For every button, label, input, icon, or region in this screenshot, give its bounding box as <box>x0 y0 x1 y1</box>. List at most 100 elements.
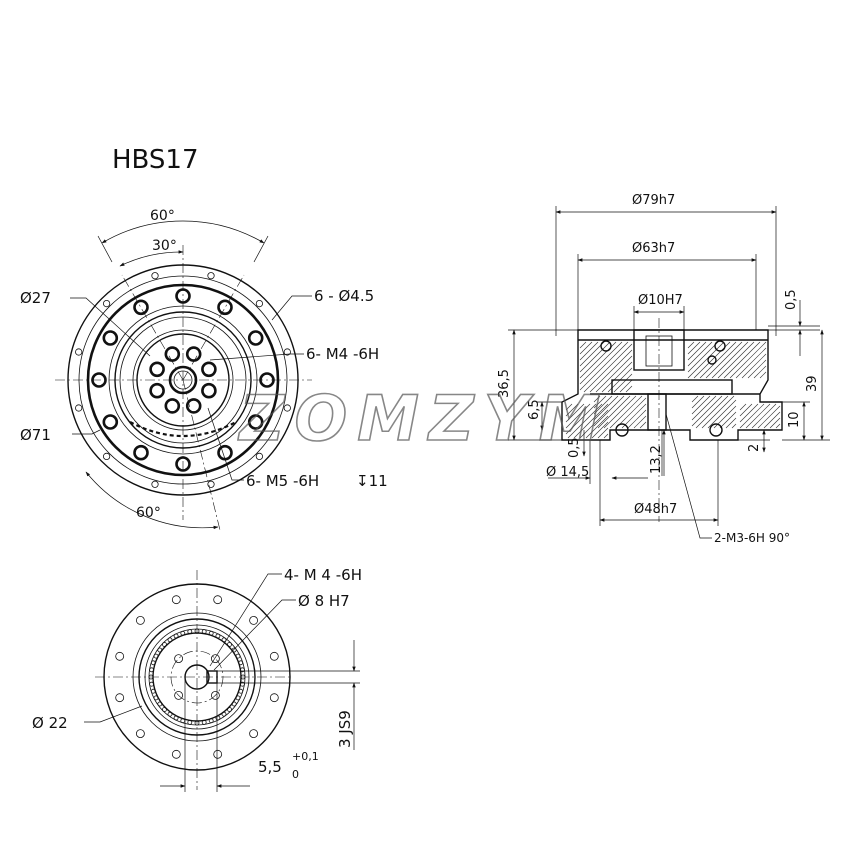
label-dia-8: Ø 8 H7 <box>298 592 350 610</box>
needle-roller <box>162 707 167 712</box>
needle-roller <box>167 711 173 717</box>
rear-hole-pattern <box>115 595 279 759</box>
hatch-line <box>719 411 737 429</box>
rear-view: 3 JS9 5,5 +0,1 0 4- M 4 -6H Ø 8 H7 Ø 22 <box>32 566 362 792</box>
hatch-line <box>613 373 633 393</box>
needle-roller <box>153 653 159 659</box>
label-keyway: 3 JS9 <box>336 710 354 748</box>
needle-roller <box>208 718 214 724</box>
hub-hole <box>164 398 181 414</box>
front-view: 60° 30° 60° Ø27 Ø71 6 - Ø4.5 6- M4 -6H 6… <box>20 208 388 531</box>
needle-roller <box>162 642 167 647</box>
needle-roller <box>194 628 200 634</box>
needle-roller <box>149 681 155 687</box>
hatch-line <box>687 341 701 355</box>
label-dia-79: Ø79h7 <box>632 193 675 208</box>
hatch-line <box>603 395 637 429</box>
needle-roller <box>153 695 159 701</box>
needle-roller <box>201 629 207 634</box>
rear-inner-hole <box>210 654 220 663</box>
label-dia-27: Ø27 <box>20 289 51 307</box>
bolt-hole <box>247 414 264 430</box>
rear-flange <box>103 583 291 771</box>
needle-roller <box>157 647 163 653</box>
hatch-line <box>565 403 585 423</box>
hatch-line <box>763 411 781 429</box>
needle-roller <box>239 667 245 673</box>
hatch-line <box>759 371 767 379</box>
hatch-line <box>699 341 737 379</box>
rear-flange-hole <box>269 651 279 661</box>
label-dia-10: Ø10H7 <box>638 293 683 308</box>
hatch-line <box>753 365 767 379</box>
hatch-line <box>723 341 761 379</box>
needle-roller <box>231 647 237 653</box>
hatch-line <box>567 403 603 439</box>
hatch-line <box>579 341 623 385</box>
rear-inner-hole <box>174 654 184 663</box>
section-view: Ø79h7 Ø63h7 Ø10H7 0,5 39 10 2 36,5 6,5 <box>497 193 830 545</box>
bolt-hole <box>175 288 191 304</box>
label-05-left: 0,5 <box>567 437 582 458</box>
outer-hole <box>151 480 159 488</box>
hatch-line <box>739 403 765 429</box>
rear-flange-hole <box>171 595 181 605</box>
label-depth: ↧11 <box>356 472 388 490</box>
hatch-line <box>687 341 695 349</box>
needle-bearing <box>148 628 246 726</box>
label-thread-m4: 6- M4 -6H <box>306 345 379 363</box>
outer-hole <box>207 480 215 488</box>
rear-flange-hole <box>249 616 259 625</box>
needle-roller <box>194 720 200 726</box>
label-39: 39 <box>805 375 820 392</box>
label-13-2: 13,2 <box>649 445 664 474</box>
label-thread-m5: 6- M5 -6H <box>246 472 319 490</box>
label-dia-14-5: Ø 14,5 <box>546 465 589 480</box>
hatch-line <box>691 395 711 415</box>
angle-30: 30° <box>152 238 177 254</box>
outer-hole <box>255 299 263 308</box>
hatch-line <box>691 395 699 403</box>
bolt-hole <box>247 330 264 346</box>
hatch-line <box>573 403 609 439</box>
bolt-hole <box>259 372 275 388</box>
hatch-line <box>593 395 607 409</box>
hatch-line <box>609 395 643 429</box>
needle-roller <box>235 695 241 701</box>
hatch-line <box>769 417 781 429</box>
needle-roller <box>227 707 232 712</box>
bolt-hole <box>217 299 233 316</box>
inner-hub <box>114 311 252 449</box>
needle-roller <box>215 633 221 639</box>
angle-60-bottom: 60° <box>136 505 161 521</box>
hub-hole <box>201 361 217 378</box>
hatch-line <box>687 341 719 373</box>
label-tol-upper: +0,1 <box>292 750 319 763</box>
hatch-line <box>579 341 605 367</box>
needle-roller <box>208 630 214 636</box>
rear-flange-hole <box>213 595 223 605</box>
hatch-line <box>579 341 593 355</box>
needle-roller <box>187 629 193 634</box>
bolt-hole <box>133 299 149 316</box>
hatch-line <box>579 341 587 349</box>
rear-inner-holes <box>174 654 220 700</box>
rear-flange-hole <box>135 616 145 625</box>
hatch-line <box>747 359 767 379</box>
center-bore <box>168 365 198 395</box>
hub-hole <box>201 382 217 399</box>
hatch-line <box>775 423 781 429</box>
hub-hole <box>185 398 202 414</box>
needle-roller <box>238 660 244 666</box>
hatch-line <box>601 361 633 393</box>
needle-roller <box>150 688 156 694</box>
hatch-line <box>739 403 759 423</box>
needle-roller <box>173 633 179 639</box>
label-holes-4-5: 6 - Ø4.5 <box>314 287 374 305</box>
hatch-line <box>565 403 597 435</box>
hatch-line <box>633 415 647 429</box>
rear-flange-hole <box>171 749 181 759</box>
label-dia-48: Ø48h7 <box>634 502 677 517</box>
hatch-line <box>707 399 737 429</box>
outer-hole <box>255 452 263 460</box>
